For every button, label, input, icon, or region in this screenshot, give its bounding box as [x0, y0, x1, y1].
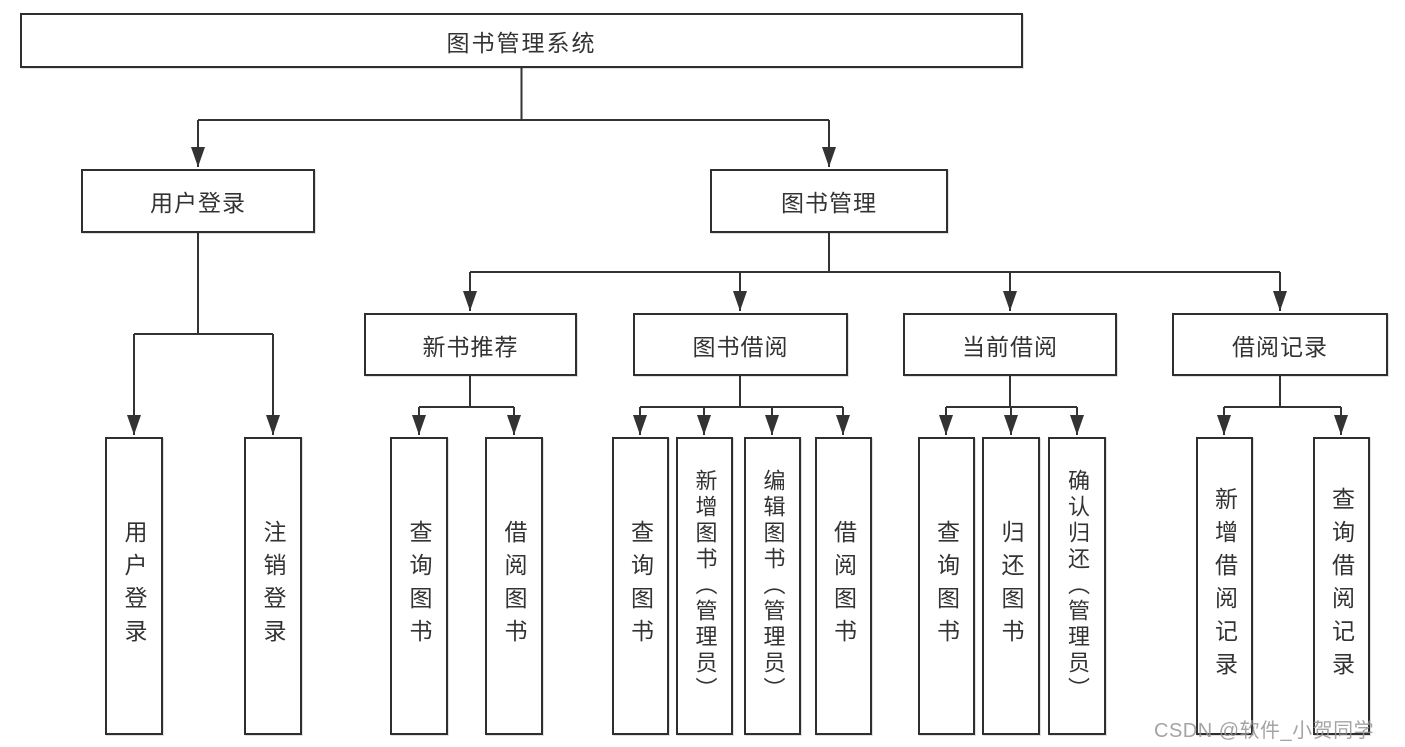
node-label: 图书借阅: [692, 333, 789, 360]
leaf-label: 归还图书: [998, 520, 1024, 652]
node-label: 图书管理系统: [446, 29, 597, 56]
leaf-label: 确认归还（管理员）: [1065, 469, 1090, 703]
node-current-borrow: 当前借阅: [903, 313, 1117, 376]
leaf-label: 新增图书（管理员）: [692, 469, 718, 703]
connector-trunks: [134, 68, 1341, 408]
leaf-cb-confirm-return-admin: 确认归还（管理员）: [1048, 437, 1106, 735]
leaf-label: 借阅图书: [501, 520, 527, 652]
leaf-bb-edit-book-admin: 编辑图书（管理员）: [744, 437, 801, 735]
leaf-user-login: 用户登录: [105, 437, 163, 735]
leaf-label: 查询图书: [627, 520, 654, 652]
leaf-label: 查询图书: [933, 520, 960, 652]
leaf-br-query-record: 查询借阅记录: [1313, 437, 1370, 735]
node-new-book-recommend: 新书推荐: [364, 313, 577, 376]
leaf-label: 借阅图书: [830, 520, 857, 652]
node-book-management: 图书管理: [710, 169, 948, 233]
csdn-watermark: CSDN @软件_小贺同学: [1154, 720, 1375, 742]
leaf-cb-return-book: 归还图书: [982, 437, 1040, 735]
leaf-label: 查询借阅记录: [1328, 487, 1355, 685]
leaf-bb-borrow-books: 借阅图书: [815, 437, 872, 735]
node-borrow-records: 借阅记录: [1172, 313, 1388, 376]
leaf-logout: 注销登录: [244, 437, 302, 735]
leaf-label: 用户登录: [121, 520, 147, 652]
node-label: 图书管理: [781, 190, 877, 216]
node-user-login: 用户登录: [81, 169, 315, 233]
leaf-label: 编辑图书（管理员）: [760, 469, 786, 703]
leaf-br-add-record: 新增借阅记录: [1196, 437, 1253, 735]
node-label: 借阅记录: [1232, 333, 1328, 360]
leaf-label: 注销登录: [260, 520, 286, 652]
leaf-label: 新增借阅记录: [1211, 487, 1238, 685]
leaf-rec-borrow-books: 借阅图书: [485, 437, 543, 735]
node-label: 当前借阅: [962, 333, 1058, 360]
node-label: 新书推荐: [422, 333, 519, 360]
leaf-rec-query-books: 查询图书: [390, 437, 448, 735]
node-label: 用户登录: [150, 190, 246, 216]
leaf-cb-query-books: 查询图书: [918, 437, 975, 735]
leaf-label: 查询图书: [406, 520, 432, 652]
leaf-bb-query-books: 查询图书: [612, 437, 669, 735]
leaf-bb-add-book-admin: 新增图书（管理员）: [676, 437, 733, 735]
node-book-borrow: 图书借阅: [633, 313, 848, 376]
node-root: 图书管理系统: [20, 13, 1023, 68]
